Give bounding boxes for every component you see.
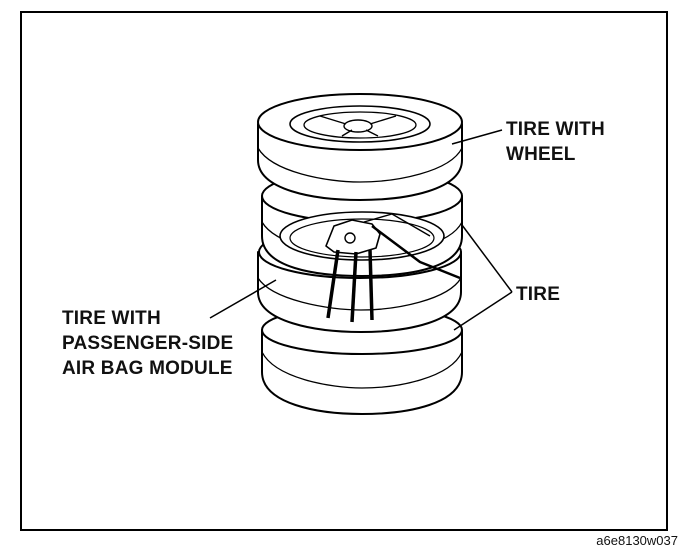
label-tire: TIRE xyxy=(516,282,560,307)
leader-lines xyxy=(209,129,513,331)
label-tire-with-wheel: TIRE WITH WHEEL xyxy=(506,117,605,167)
label-tire-with-wheel-line1: TIRE WITH xyxy=(506,119,605,140)
leader-tire-with-wheel xyxy=(451,129,503,145)
airbag-module xyxy=(279,211,461,323)
leader-tire-upper xyxy=(461,224,513,293)
leader-tire-with-airbag xyxy=(209,279,277,319)
figure-id: a6e8130w037 xyxy=(596,533,678,548)
label-tire-with-wheel-line2: WHEEL xyxy=(506,144,576,165)
label-tire-with-airbag-line2: PASSENGER-SIDE xyxy=(62,333,234,354)
tire-stack xyxy=(257,93,463,415)
figure-border xyxy=(20,11,668,531)
leader-tire-lower xyxy=(453,291,513,331)
label-tire-with-airbag: TIRE WITH PASSENGER-SIDE AIR BAG MODULE xyxy=(62,306,233,381)
label-tire-with-airbag-line3: AIR BAG MODULE xyxy=(62,358,233,379)
label-tire-with-airbag-line1: TIRE WITH xyxy=(62,308,161,329)
label-tire-text: TIRE xyxy=(516,284,561,305)
top-tire-with-wheel xyxy=(257,93,463,201)
